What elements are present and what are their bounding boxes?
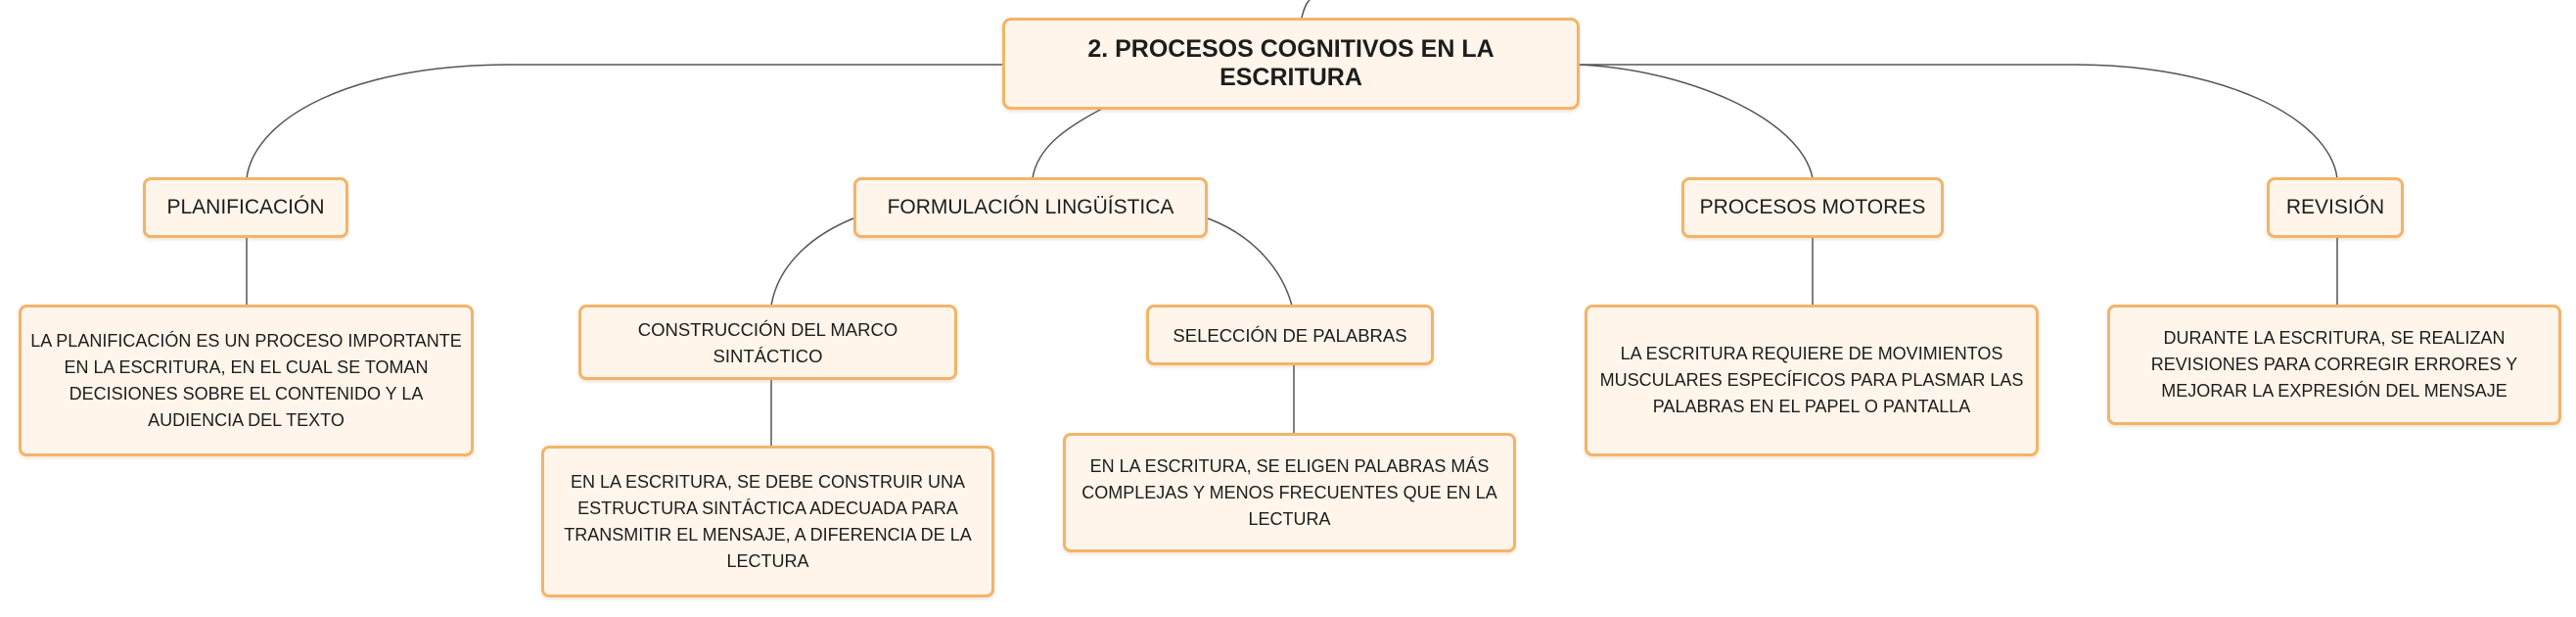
detail-construccion-marco[interactable]: EN LA ESCRITURA, SE DEBE CONSTRUIR UNA E… (541, 446, 994, 597)
detail-seleccion-palabras[interactable]: EN LA ESCRITURA, SE ELIGEN PALABRAS MÁS … (1063, 433, 1516, 552)
connector-root-planificacion (246, 64, 1002, 179)
subtopic-construccion-marco[interactable]: CONSTRUCCIÓN DEL MARCO SINTÁCTICO (578, 305, 957, 380)
connector-formulacion-palabras (1207, 217, 1293, 307)
topic-planificacion[interactable]: PLANIFICACIÓN (143, 177, 348, 238)
connector-root-motores (1577, 64, 1814, 179)
root-node[interactable]: 2. PROCESOS COGNITIVOS EN LA ESCRITURA (1002, 18, 1580, 110)
detail-revision[interactable]: DURANTE LA ESCRITURA, SE REALIZAN REVISI… (2107, 305, 2561, 425)
detail-motores-text: LA ESCRITURA REQUIERE DE MOVIMIENTOS MUS… (1599, 344, 2024, 416)
topic-revision-label: REVISIÓN (2285, 196, 2385, 218)
subtopic-seleccion-palabras[interactable]: SELECCIÓN DE PALABRAS (1146, 305, 1434, 365)
connector-root-parent (1301, 0, 1311, 19)
detail-planificacion[interactable]: LA PLANIFICACIÓN ES UN PROCESO IMPORTANT… (19, 305, 474, 456)
detail-procesos-motores[interactable]: LA ESCRITURA REQUIERE DE MOVIMIENTOS MUS… (1585, 305, 2039, 456)
subtopic-marco-label: CONSTRUCCIÓN DEL MARCO SINTÁCTICO (637, 318, 898, 366)
detail-planificacion-text: LA PLANIFICACIÓN ES UN PROCESO IMPORTANT… (30, 330, 462, 430)
root-label: 2. PROCESOS COGNITIVOS EN LA ESCRITURA (1087, 35, 1495, 91)
subtopic-palabras-label: SELECCIÓN DE PALABRAS (1173, 324, 1407, 346)
topic-formulacion-label: FORMULACIÓN LINGÜÍSTICA (887, 196, 1174, 218)
connector-root-revision (1578, 64, 2338, 179)
connector-formulacion-marco (770, 217, 854, 307)
detail-marco-text: EN LA ESCRITURA, SE DEBE CONSTRUIR UNA E… (564, 471, 972, 571)
detail-revision-text: DURANTE LA ESCRITURA, SE REALIZAN REVISI… (2150, 328, 2518, 401)
topic-formulacion-linguistica[interactable]: FORMULACIÓN LINGÜÍSTICA (853, 177, 1208, 238)
topic-revision[interactable]: REVISIÓN (2267, 177, 2404, 238)
topic-motores-label: PROCESOS MOTORES (1699, 196, 1926, 218)
detail-palabras-text: EN LA ESCRITURA, SE ELIGEN PALABRAS MÁS … (1081, 455, 1497, 529)
connector-root-formulacion (1032, 108, 1103, 179)
topic-planificacion-label: PLANIFICACIÓN (166, 196, 325, 218)
topic-procesos-motores[interactable]: PROCESOS MOTORES (1681, 177, 1944, 238)
